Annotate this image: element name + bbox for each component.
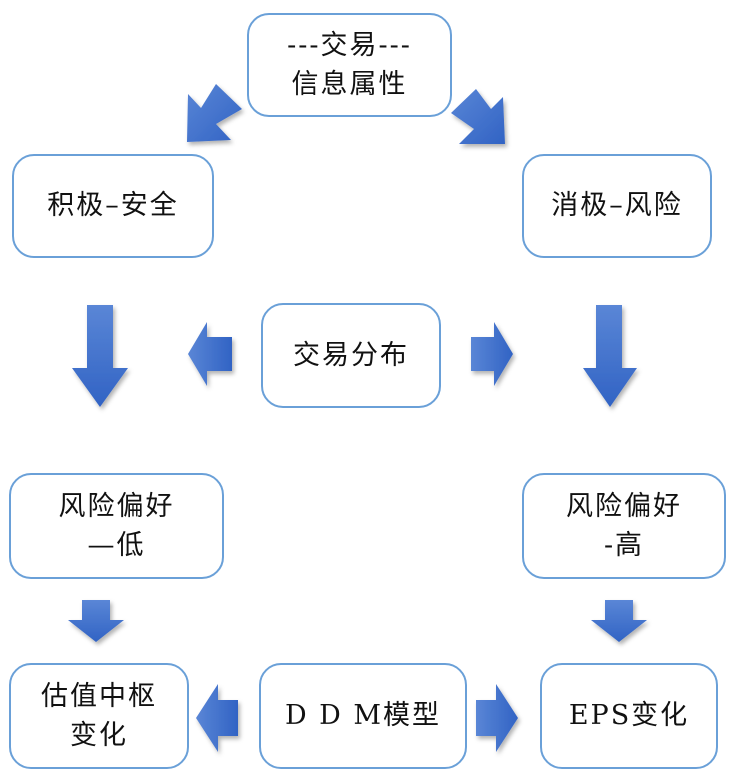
node-risk-pref-low: 风险偏好 —低 xyxy=(9,473,224,579)
node-risk-pref-high: 风险偏好 -高 xyxy=(522,473,726,579)
node-negative-risk: 消极–风险 xyxy=(522,154,712,258)
arrow-ddm-to-valuation xyxy=(196,684,238,752)
arrow-dist-left xyxy=(188,322,232,386)
node-text-line: 积极–安全 xyxy=(47,190,179,222)
arrow-risk-to-high xyxy=(583,305,637,407)
arrow-low-to-valuation xyxy=(68,600,124,642)
arrow-ddm-to-eps xyxy=(476,684,518,752)
node-positive-safe: 积极–安全 xyxy=(12,154,214,258)
node-transaction-info: ---交易--- 信息属性 xyxy=(247,13,452,117)
arrow-high-to-eps xyxy=(591,600,647,642)
node-text-line: 消极–风险 xyxy=(551,190,683,222)
node-text-line: 估值中枢 xyxy=(41,680,157,712)
node-valuation-change: 估值中枢 变化 xyxy=(9,663,189,769)
node-transaction-distribution: 交易分布 xyxy=(261,303,441,408)
node-ddm-model: D D M模型 xyxy=(259,663,467,769)
node-text-line: —低 xyxy=(87,530,146,561)
node-text-line: ---交易--- xyxy=(287,29,412,61)
arrow-dist-right xyxy=(471,322,513,386)
node-eps-change: EPS变化 xyxy=(540,663,718,769)
arrow-safe-to-low xyxy=(72,305,128,407)
node-text-line: 风险偏好 xyxy=(58,490,175,522)
node-text-line: 风险偏好 xyxy=(566,490,682,522)
node-text-line: EPS变化 xyxy=(568,700,690,732)
node-text-line: 变化 xyxy=(70,720,128,751)
arrow-info-to-safe xyxy=(187,84,242,142)
node-text-line: -高 xyxy=(603,530,645,561)
node-text-line: 交易分布 xyxy=(293,339,409,371)
node-text-line: 信息属性 xyxy=(291,69,408,100)
node-text-line: D D M模型 xyxy=(284,700,442,732)
arrow-info-to-risk xyxy=(451,89,505,144)
